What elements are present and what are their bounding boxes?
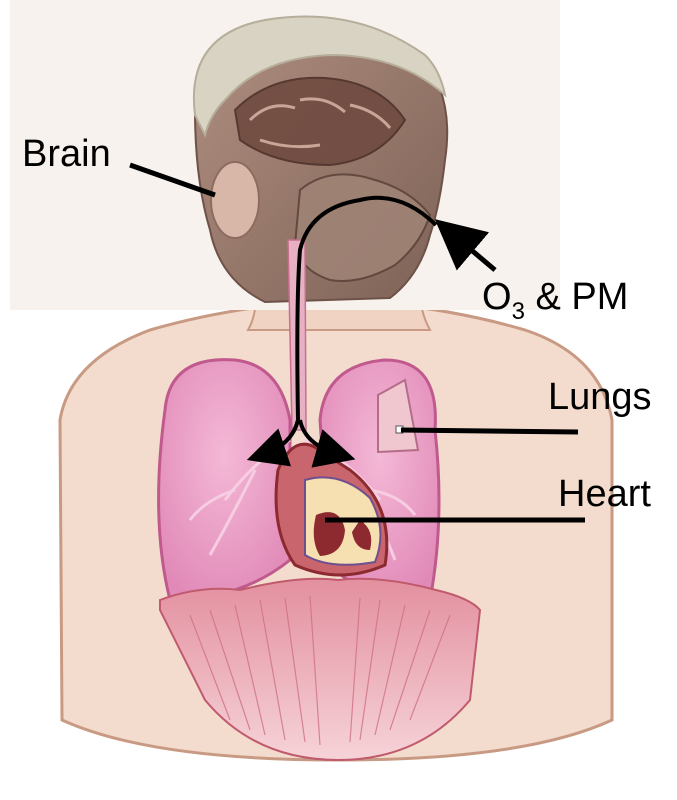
pollutant-label: O3 & PM	[482, 278, 628, 316]
heart-label: Heart	[558, 475, 651, 513]
lungs-pointer-line	[401, 430, 578, 432]
pollutant-subscript: 3	[512, 298, 525, 325]
lungs-label: Lungs	[548, 378, 652, 416]
pollutant-suffix: & PM	[525, 276, 628, 318]
brain-label: Brain	[22, 135, 111, 173]
pollutant-prefix: O	[482, 276, 512, 318]
